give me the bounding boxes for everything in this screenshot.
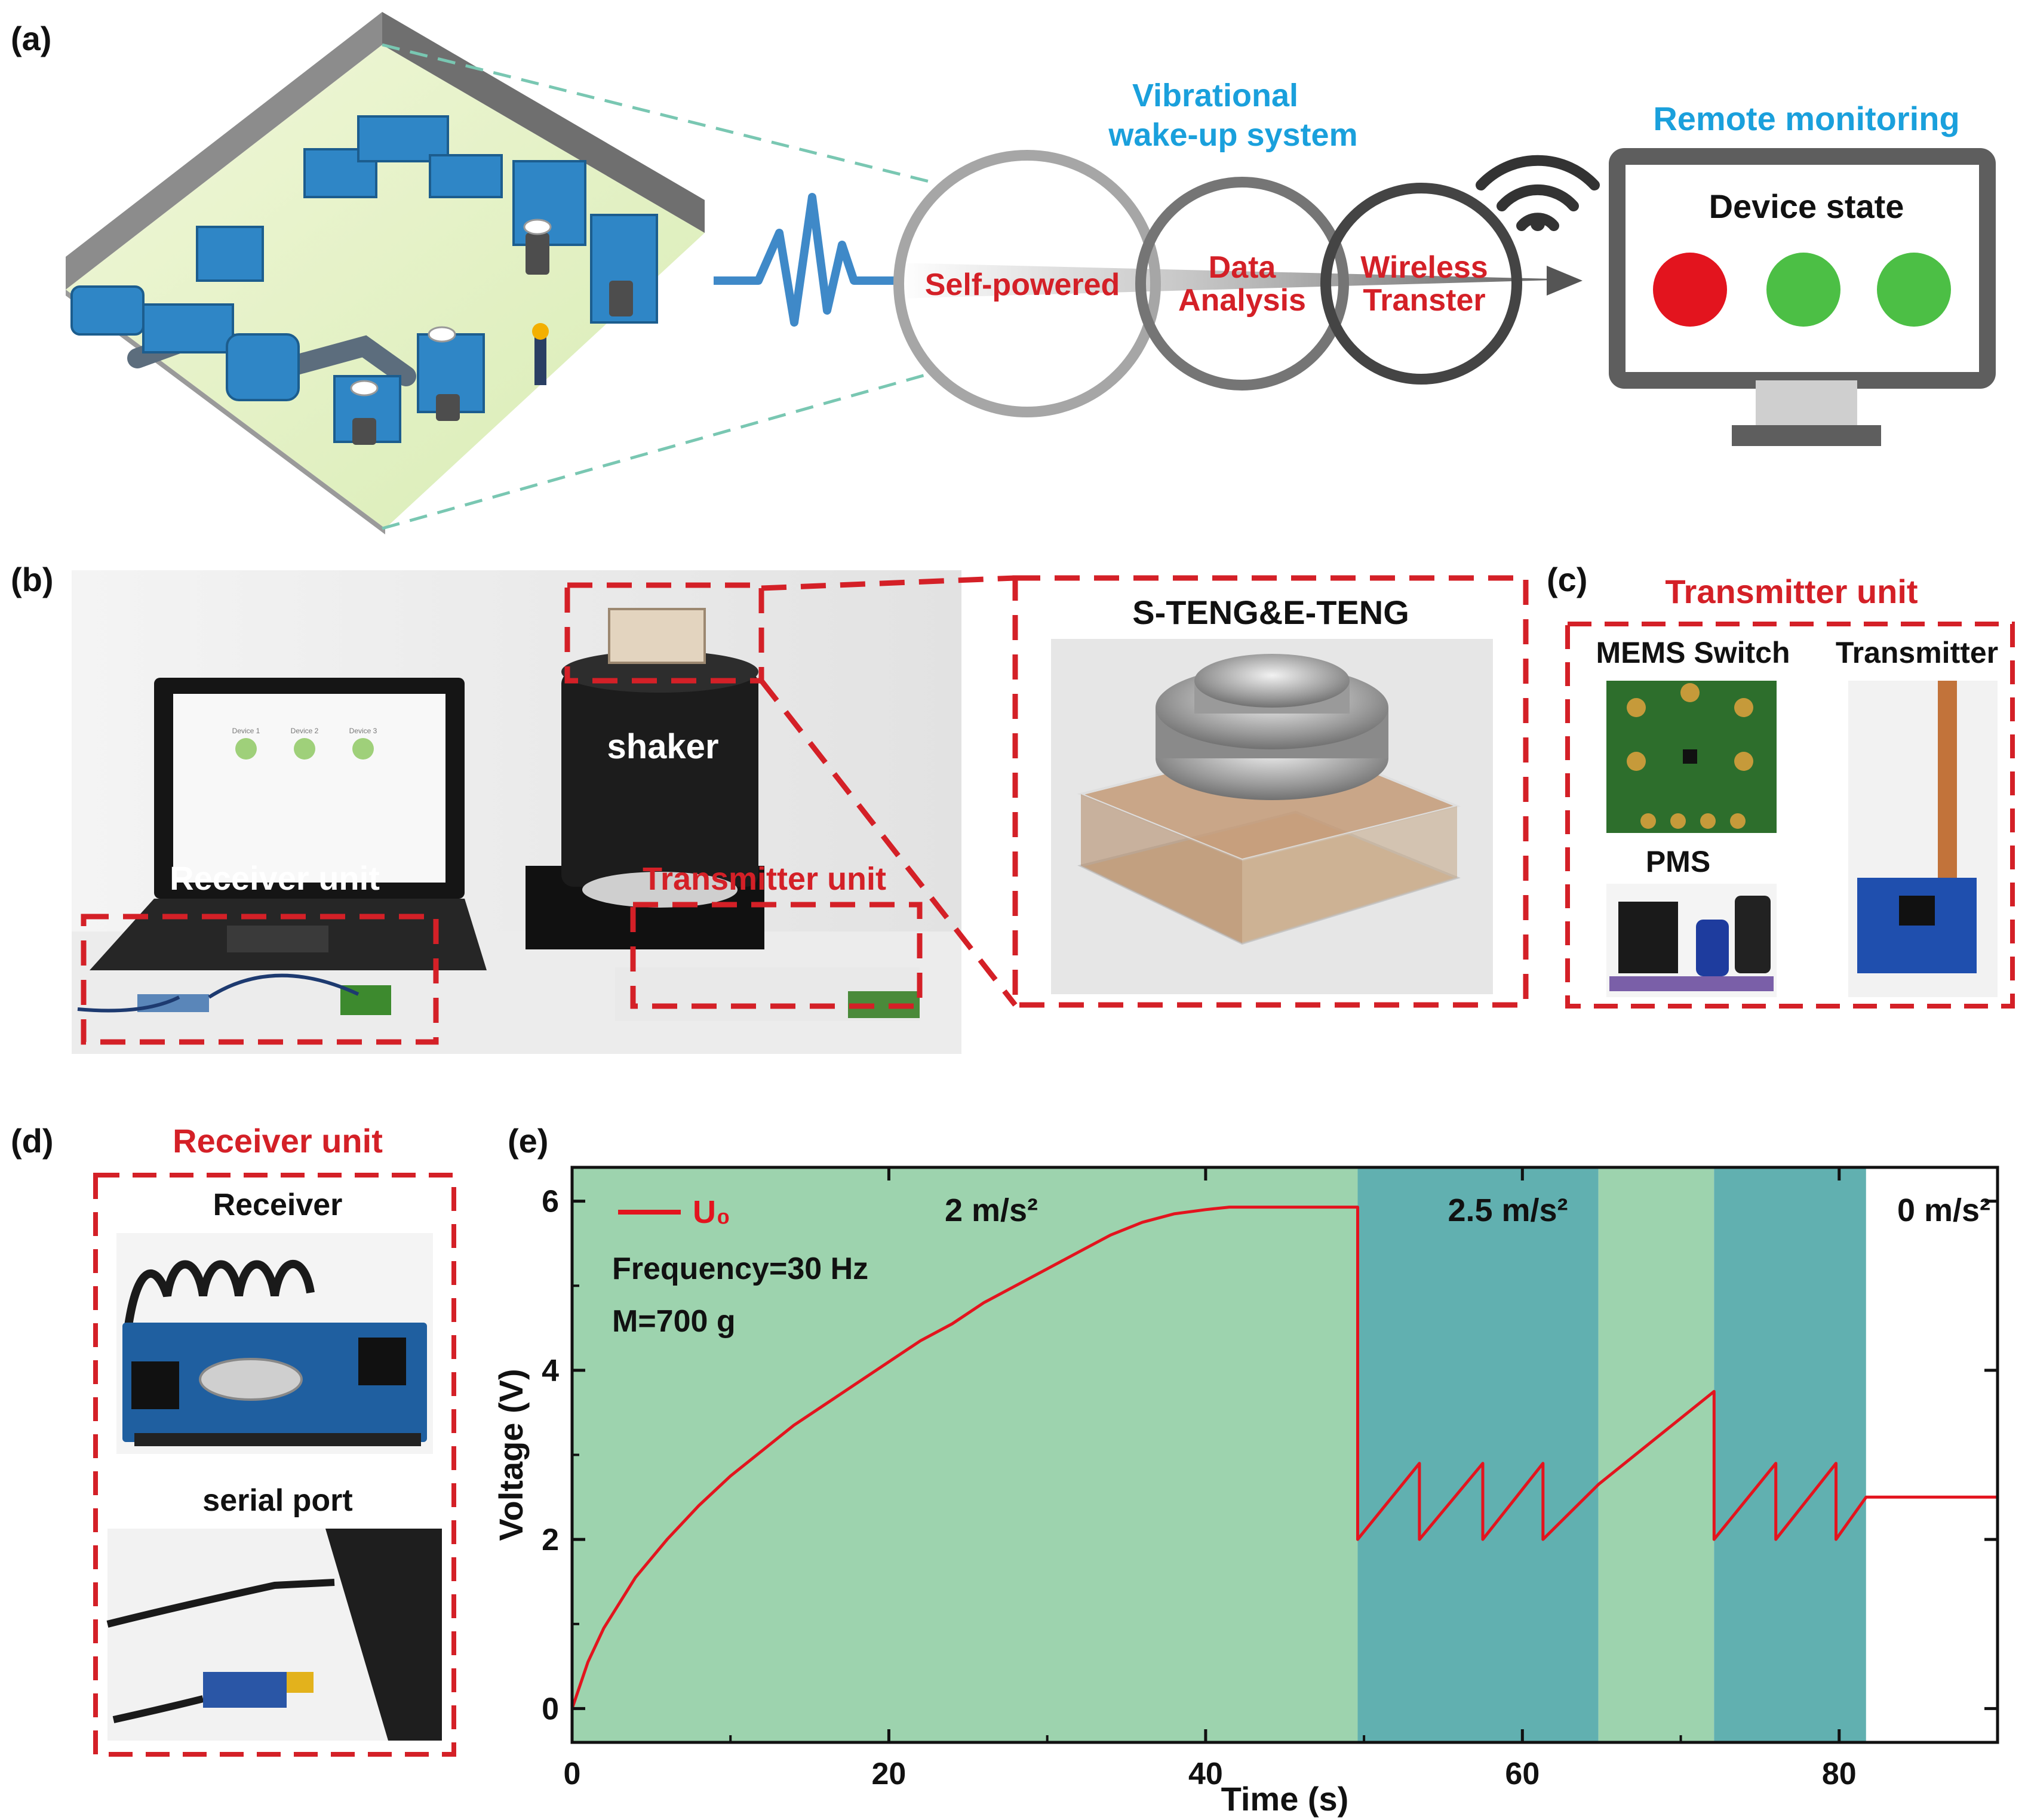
screen-device-1: Device 1 bbox=[232, 727, 260, 735]
screen-device-2: Device 2 bbox=[291, 727, 319, 735]
shaker-device bbox=[526, 608, 764, 949]
transmitter-label: Transmitter bbox=[1836, 636, 1998, 669]
annotation-0: Frequency=30 Hz bbox=[612, 1252, 868, 1286]
panel-c-frame bbox=[1565, 622, 2015, 1009]
wifi-icon bbox=[1476, 155, 1600, 231]
x-tick-label-1: 20 bbox=[872, 1757, 907, 1791]
y-tick-label-0: 0 bbox=[542, 1692, 559, 1726]
transmitter-highlight-box bbox=[630, 902, 923, 1009]
panel-d-label: (d) bbox=[11, 1122, 54, 1160]
x-tick-label-0: 0 bbox=[564, 1757, 581, 1791]
panel-e-label: (e) bbox=[508, 1122, 548, 1160]
chart-band-4 bbox=[1866, 1167, 1998, 1742]
mems-switch-photo bbox=[1606, 681, 1777, 833]
panel-b: (b) Device 1 Device 2 Device 3 bbox=[11, 561, 1529, 1054]
teng-photo bbox=[1051, 639, 1493, 994]
series-line-0 bbox=[570, 1206, 1998, 1710]
setup-photo: Device 1 Device 2 Device 3 bbox=[72, 570, 961, 1054]
panel-d: (d) Receiver unit Receiver serial port bbox=[11, 1122, 456, 1757]
remote-monitoring-title: Remote monitoring bbox=[1653, 100, 1959, 137]
system-title-line2: wake-up system bbox=[1108, 117, 1357, 153]
data-analysis-circle bbox=[1135, 177, 1349, 391]
status-light-3 bbox=[1877, 253, 1951, 327]
x-tick-label-3: 60 bbox=[1505, 1757, 1540, 1791]
panel-c-title: Transmitter unit bbox=[1665, 573, 1918, 610]
self-powered-circle bbox=[893, 150, 1161, 417]
chart-band-1 bbox=[1357, 1167, 1599, 1742]
device-state-label: Device state bbox=[1709, 187, 1904, 225]
panel-a: (a) bbox=[11, 12, 1996, 534]
status-light-1 bbox=[1653, 253, 1727, 327]
transmitter-photo bbox=[1848, 681, 1998, 997]
system-title-line1: Vibrational bbox=[1132, 78, 1298, 113]
receiver-photo bbox=[116, 1233, 433, 1454]
chart-band-3 bbox=[1714, 1167, 1866, 1742]
y-axis-label: Voltage (V) bbox=[492, 1369, 530, 1541]
monitor-icon bbox=[1609, 148, 1996, 446]
pms-photo bbox=[1606, 884, 1777, 997]
wireless-transfer-circle bbox=[1320, 183, 1522, 385]
x-axis-label: Time (s) bbox=[1221, 1780, 1349, 1818]
x-tick-label-4: 80 bbox=[1822, 1757, 1857, 1791]
laptop bbox=[90, 678, 487, 970]
chart-band-0 bbox=[572, 1167, 1358, 1742]
screen-device-3: Device 3 bbox=[349, 727, 377, 735]
x-tick-label-2: 40 bbox=[1188, 1757, 1223, 1791]
annotation-1: M=700 g bbox=[612, 1304, 736, 1339]
teng-title: S-TENG&E-TENG bbox=[1132, 594, 1409, 631]
receiver-unit-label: Receiver unit bbox=[170, 859, 380, 897]
vibration-signal-icon bbox=[714, 193, 896, 327]
panel-b-label: (b) bbox=[11, 561, 54, 598]
panel-c: (c) Transmitter unit MEMS Switch Transmi… bbox=[1547, 561, 2015, 1009]
teng-highlight-box bbox=[564, 582, 764, 684]
panel-c-label: (c) bbox=[1547, 561, 1587, 598]
panel-d-frame bbox=[93, 1173, 456, 1757]
teng-zoom-box bbox=[1012, 575, 1529, 1008]
panel-d-title: Receiver unit bbox=[173, 1122, 383, 1160]
legend-label: U₀ bbox=[693, 1194, 730, 1230]
chart-band-2 bbox=[1598, 1167, 1714, 1742]
panel-a-label: (a) bbox=[11, 20, 51, 57]
status-light-2 bbox=[1766, 253, 1840, 327]
band-label-4: 0 m/s² bbox=[1897, 1192, 1990, 1228]
factory-illustration bbox=[66, 12, 705, 534]
serial-port-label: serial port bbox=[202, 1483, 352, 1518]
self-powered-label: Self-powered bbox=[925, 268, 1120, 302]
y-tick-label-1: 2 bbox=[542, 1523, 559, 1557]
y-tick-label-2: 4 bbox=[542, 1354, 559, 1388]
y-tick-label-3: 6 bbox=[542, 1185, 559, 1219]
serial-port-photo bbox=[106, 1529, 442, 1741]
mems-switch-label: MEMS Switch bbox=[1596, 636, 1790, 669]
receiver-highlight-box bbox=[81, 914, 439, 1045]
data-analysis-label-line2: Analysis bbox=[1178, 283, 1306, 318]
pms-label: PMS bbox=[1646, 845, 1710, 878]
receiver-label: Receiver bbox=[213, 1188, 343, 1222]
shaker-label: shaker bbox=[607, 727, 718, 766]
band-label-1: 2.5 m/s² bbox=[1448, 1192, 1568, 1228]
transmitter-unit-label: Transmitter unit bbox=[643, 861, 886, 897]
band-label-0: 2 m/s² bbox=[945, 1192, 1038, 1228]
data-analysis-label-line1: Data bbox=[1209, 250, 1277, 285]
wireless-label-line2: Transter bbox=[1363, 283, 1485, 318]
wireless-label-line1: Wireless bbox=[1360, 250, 1488, 285]
